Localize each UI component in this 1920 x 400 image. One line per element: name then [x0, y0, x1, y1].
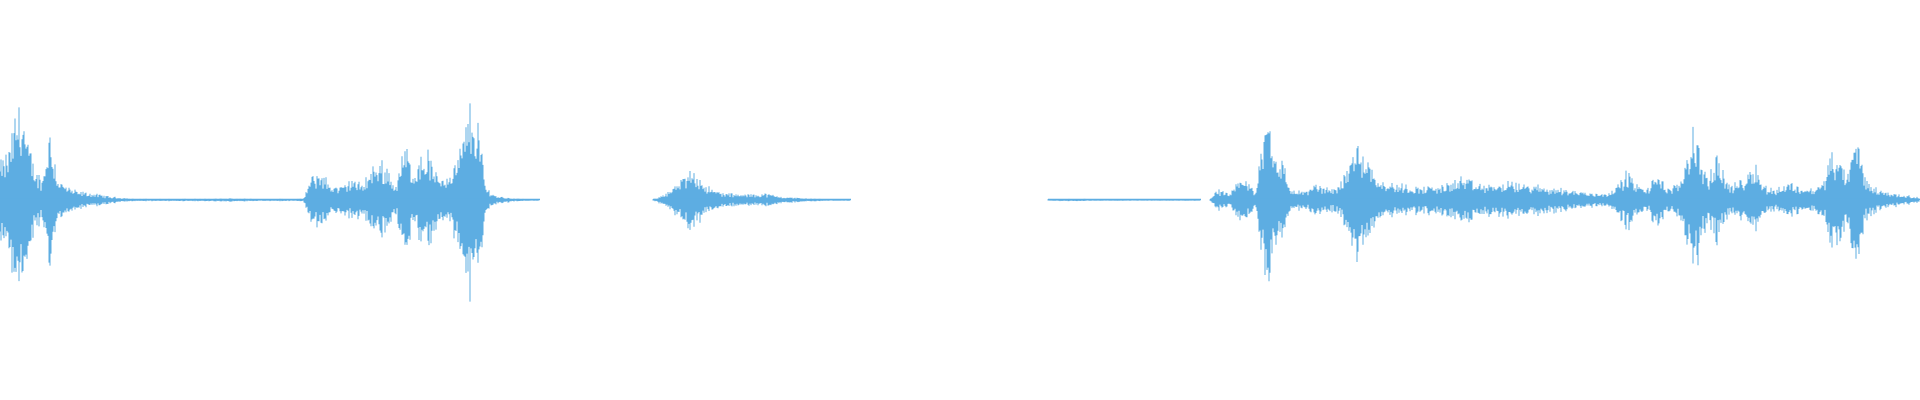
waveform-bars [0, 103, 1920, 302]
